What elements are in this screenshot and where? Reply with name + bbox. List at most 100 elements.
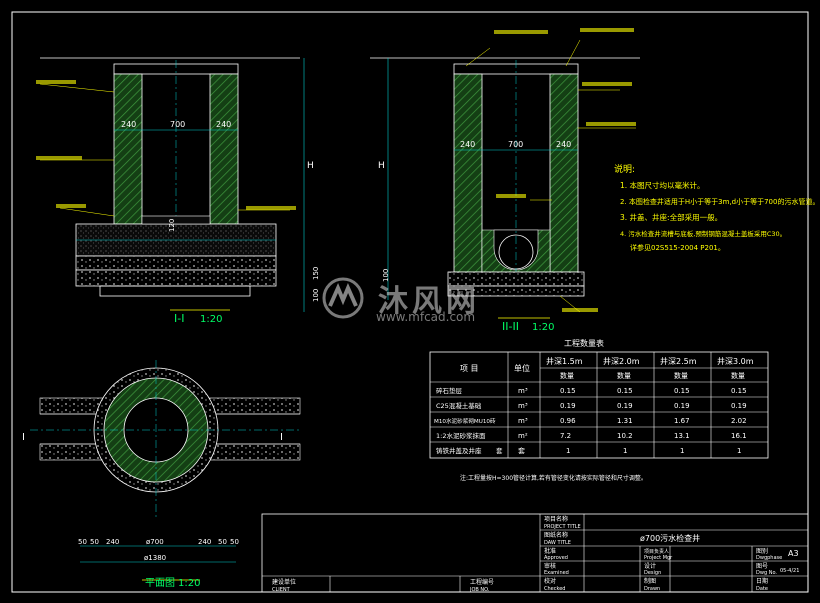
tb-drawing-name: ø700污水检查井 (640, 533, 700, 543)
tb-drawing-en: DAW TITLE (544, 540, 571, 546)
tb-checked-en: Checked (544, 586, 565, 592)
plan-dim-50c: 50 (218, 538, 227, 546)
plan-dim-240a: 240 (106, 538, 119, 546)
th-sub-2: 数量 (617, 371, 631, 380)
tb-job-en: JOB NO. (469, 587, 490, 593)
row1-unit: m³ (518, 387, 528, 395)
plan-dim-50b: 50 (90, 538, 99, 546)
plan-dim-50d: 50 (230, 538, 239, 546)
row5-item: 铸铁井盖及井座 (436, 446, 482, 455)
plan-scale: 1:20 (178, 578, 200, 589)
tb-date-cn: 日期 (756, 577, 768, 585)
row5-v4: 1 (737, 447, 741, 455)
tb-examined-cn: 审核 (544, 562, 556, 570)
th-depth-1: 井深1.5m (546, 356, 583, 366)
th-sub-3: 数量 (674, 371, 688, 380)
tb-no-cn: 图号 (756, 563, 768, 570)
row1-v4: 0.15 (731, 387, 747, 395)
s2-dim-700: 700 (508, 140, 523, 149)
tb-checked-cn: 校对 (544, 577, 556, 585)
tb-phase-en: Dwgphase (756, 555, 782, 561)
row2-v4: 0.19 (731, 402, 747, 410)
row4-v3: 13.1 (674, 432, 690, 440)
plan-dim-700: ø700 (146, 538, 164, 546)
s2-title: II-II (502, 320, 519, 333)
row3-item: M10水泥砂浆砌MU10砖 (434, 417, 496, 425)
tb-approved-cn: 批准 (544, 547, 556, 555)
th-depth-2: 井深2.0m (603, 356, 640, 366)
note-2: 2. 本图检查井适用于H小于等于3m,d小于等于700的污水管道。 (620, 197, 819, 206)
s2-dim-240a: 240 (460, 140, 475, 149)
notes-title: 说明: (614, 163, 635, 175)
s1-scale: 1:20 (200, 314, 222, 325)
s1-title: I-I (174, 312, 184, 325)
tb-mgr-en: Project Mgr (644, 555, 673, 561)
row5-unit: 套 (518, 446, 525, 455)
th-sub-1: 数量 (560, 371, 574, 380)
watermark-brand: 沐风网 (378, 284, 480, 319)
s1-dim-100: 100 (312, 289, 320, 302)
tb-job-cn: 工程编号 (470, 578, 494, 586)
row5-v2: 1 (623, 447, 627, 455)
s1-dim-120: 120 (168, 219, 176, 232)
tb-design-cn: 设计 (644, 562, 656, 570)
row3-v3: 1.67 (674, 417, 690, 425)
row3-v2: 1.31 (617, 417, 633, 425)
row3-v4: 2.02 (731, 417, 747, 425)
row2-v1: 0.19 (560, 402, 576, 410)
plan-dim-total: ø1380 (144, 554, 166, 562)
plan-dim-50a: 50 (78, 538, 87, 546)
row1-v2: 0.15 (617, 387, 633, 395)
tb-client-cn: 建设单位 (272, 578, 296, 586)
section-1-1: 240 700 240 120 H 150 100 I-I 1:20 (36, 57, 320, 325)
plan-view: I I 50 50 240 ø700 240 50 50 ø1380 平面图 1… (22, 360, 301, 589)
quantity-table: 工程数量表 项 目 单位 井深1.5m 井深2.0m 井深2.5m 井深3.0m… (429, 338, 769, 482)
row2-item: C25混凝土基础 (436, 401, 482, 410)
s1-dim-700: 700 (170, 120, 185, 129)
s1-dim-150: 150 (312, 267, 320, 280)
tb-phase-cn: 图别 (756, 547, 768, 555)
watermark: 沐风网 www.mfcad.com (318, 276, 498, 332)
plan-title: 平面图 (145, 577, 175, 589)
mfcad-logo-icon (322, 277, 364, 319)
tb-mgr-cn: 项目负责人 (644, 548, 669, 555)
tb-design-en: Design (644, 570, 661, 576)
s2-dim-240b: 240 (556, 140, 571, 149)
th-item: 项 目 (460, 364, 479, 373)
tb-no-en: Dwg No. (756, 570, 777, 576)
note-1: 1. 本图尺寸均以毫米计。 (620, 180, 705, 190)
row2-unit: m³ (518, 402, 528, 410)
s1-dim-240a: 240 (121, 120, 136, 129)
row2-v3: 0.19 (674, 402, 690, 410)
tb-project-en: PROJECT TITLE (544, 524, 581, 530)
tb-drawn-en: Drawn (644, 586, 660, 592)
s2-dim-H: H (378, 161, 385, 171)
row4-v1: 7.2 (560, 432, 571, 440)
s1-dim-240b: 240 (216, 120, 231, 129)
plan-dim-240b: 240 (198, 538, 211, 546)
s1-dim-H: H (307, 161, 314, 171)
table-footnote: 注:工程量按H=300管径计算,若有管径变化请按实际管径和尺寸调整。 (460, 474, 647, 482)
th-sub-4: 数量 (731, 371, 745, 380)
row5-v3: 1 (680, 447, 684, 455)
tb-drawing-cn: 图纸名称 (544, 531, 568, 539)
row3-v1: 0.96 (560, 417, 576, 425)
row2-v2: 0.19 (617, 402, 633, 410)
th-depth-4: 井深3.0m (717, 356, 754, 366)
watermark-url: www.mfcad.com (376, 310, 476, 324)
row4-v4: 16.1 (731, 432, 747, 440)
row3-unit: m³ (518, 417, 528, 425)
title-block: 项目名称 PROJECT TITLE 图纸名称 DAW TITLE ø700污水… (261, 513, 809, 593)
row1-v1: 0.15 (560, 387, 576, 395)
plan-marker-right: I (280, 432, 283, 443)
row1-item: 碎石垫层 (436, 386, 463, 395)
row4-v2: 10.2 (617, 432, 633, 440)
row5-unit-a: 套 (496, 446, 503, 455)
plan-marker-left: I (22, 432, 25, 443)
tb-approved-en: Approved (544, 555, 568, 561)
s2-dim-100: 100 (382, 269, 390, 282)
th-unit: 单位 (514, 363, 530, 373)
notes-block: 说明: 1. 本图尺寸均以毫米计。 2. 本图检查井适用于H小于等于3m,d小于… (614, 163, 819, 252)
section-2-2: 240 700 240 H 100 II-II 1:20 (370, 28, 640, 333)
